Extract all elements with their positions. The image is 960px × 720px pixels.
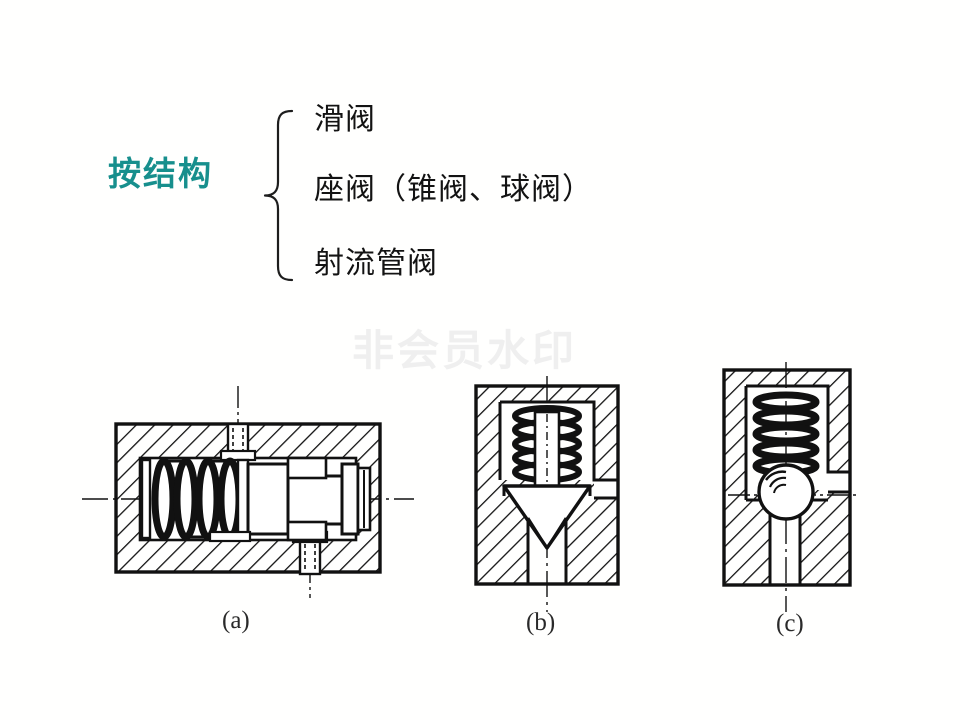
figure-ball-valve: [700, 350, 875, 615]
watermark-text: 非会员水印: [352, 326, 578, 375]
classification-item-jet-pipe-valve: 射流管阀: [314, 246, 438, 281]
classification-item-seat-valve: 座阀（锥阀、球阀）: [314, 172, 593, 207]
figure-caption-b: (b): [526, 609, 556, 636]
figure-caption-a: (a): [222, 607, 250, 634]
figure-poppet-valve: [452, 368, 642, 618]
figure-spool-valve: [78, 372, 418, 612]
curly-brace-icon: [252, 108, 296, 283]
classification-item-slide-valve: 滑阀: [314, 102, 376, 137]
figure-caption-c: (c): [776, 610, 804, 637]
classification-label: 按结构: [108, 154, 213, 193]
